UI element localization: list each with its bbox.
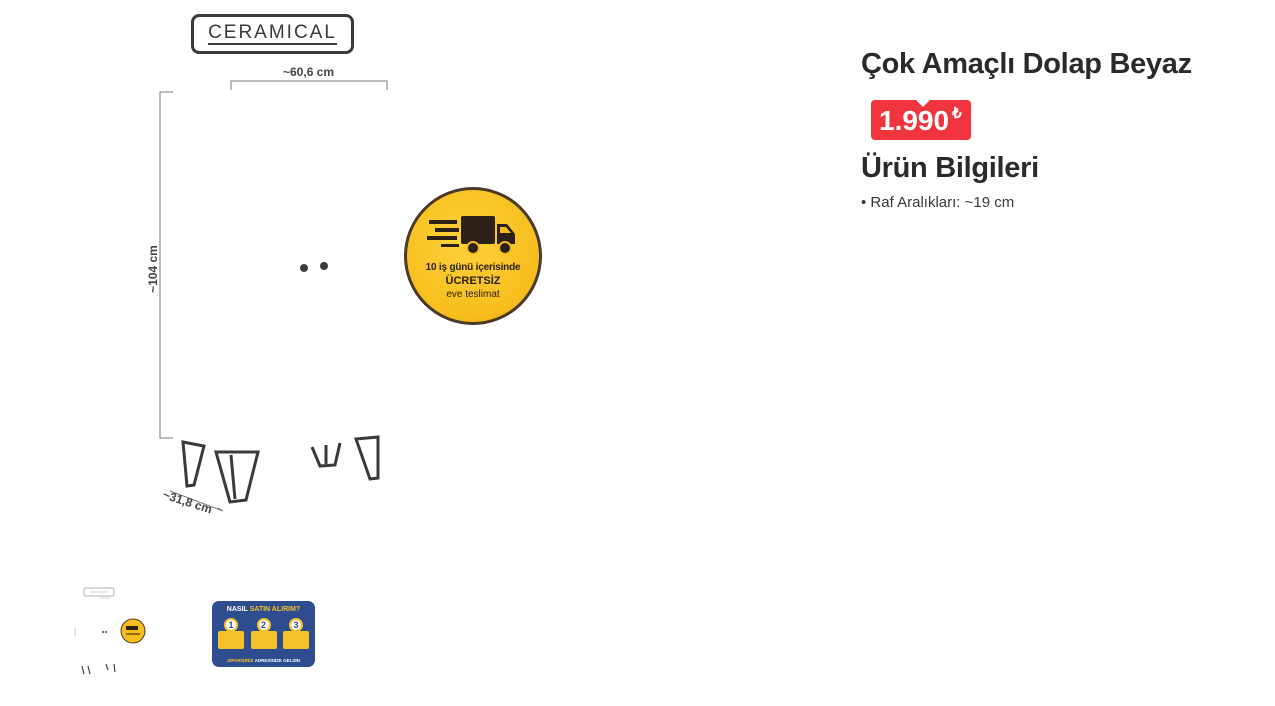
product-info-panel: Çok Amaçlı Dolap Beyaz 1.990₺ Ürün Bilgi… (861, 44, 1261, 211)
height-bracket (159, 91, 173, 439)
how-to-buy-title: NASIL SATIN ALIRIM? (226, 606, 301, 613)
how-to-buy-steps: 1 2 3 (218, 618, 309, 650)
dimension-width-label: ~60,6 cm (283, 65, 335, 79)
step-3: 3 (283, 618, 309, 650)
step-2: 2 (250, 618, 277, 650)
step-1: 1 (218, 618, 244, 650)
currency-symbol: ₺ (952, 105, 962, 122)
delivery-line-2: ÜCRETSİZ (445, 275, 501, 287)
leg-back-center (310, 442, 342, 468)
free-delivery-badge: 10 iş günü içerisinde ÜCRETSİZ eve tesli… (404, 187, 542, 325)
truck-icon (427, 216, 515, 255)
main-product-image[interactable] (130, 5, 560, 535)
price-amount: 1.990 (879, 105, 950, 136)
brand-logo-text: CERAMICAL (208, 22, 337, 45)
delivery-line-3: eve teslimat (446, 289, 500, 300)
thumbnail-product-image (74, 587, 146, 675)
leg-back-right (353, 435, 380, 481)
leg-front-center (214, 450, 260, 504)
leg-front-left (181, 440, 206, 488)
price-badge: 1.990₺ (871, 100, 971, 140)
product-info-heading: Ürün Bilgileri (861, 152, 1039, 184)
depth-line (169, 490, 224, 512)
brand-logo: CERAMICAL (191, 14, 354, 54)
cabinet-dimension-drawing (159, 80, 388, 512)
delivery-line-1: 10 iş günü içerisinde (425, 262, 521, 273)
knob-left (300, 264, 308, 272)
spec-item: • Raf Aralıkları: ~19 cm (861, 194, 1015, 211)
product-title: Çok Amaçlı Dolap Beyaz (861, 48, 1192, 80)
dimension-height-label: ~104 cm (146, 245, 160, 293)
thumbnail-how-to-buy[interactable]: NASIL SATIN ALIRIM? 1 2 3 SİPARİŞİNİZ AD… (212, 601, 315, 667)
thumbnail-product[interactable] (72, 584, 152, 682)
how-to-buy-footer: SİPARİŞİNİZ ADRESİNİZE GELSİN (227, 658, 300, 663)
width-bracket (230, 80, 388, 90)
knob-right (320, 262, 328, 270)
